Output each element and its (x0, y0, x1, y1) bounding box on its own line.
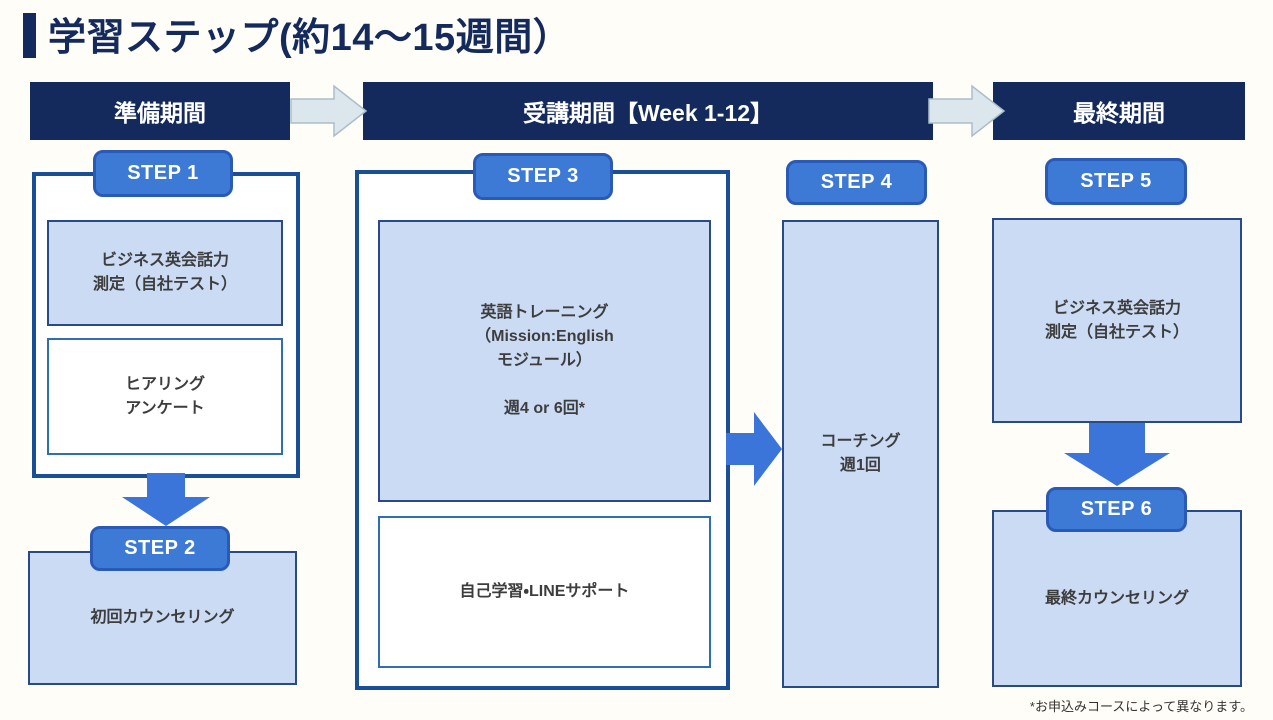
box-english-training-text: 英語トレーニング （Mission:English モジュール） 週4 or 6… (475, 304, 614, 417)
step3-label: STEP 3 (507, 165, 579, 187)
step2-label: STEP 2 (124, 537, 196, 559)
arrow-down-icon (1064, 423, 1170, 486)
phase-label-course: 受講期間【Week 1-12】 (522, 100, 774, 126)
step5-badge: STEP 5 (1045, 158, 1187, 205)
phase-bar-preparation: 準備期間 (30, 82, 290, 140)
step3-badge: STEP 3 (473, 153, 613, 200)
step6-label: STEP 6 (1080, 498, 1153, 520)
box-skill-test-initial: ビジネス英会話力 測定（自社テスト） (47, 220, 283, 326)
step2-badge: STEP 2 (90, 526, 230, 571)
box-self-study: 自己学習・LINEサポート (378, 516, 711, 668)
box-final-counseling: 最終カウンセリング (992, 510, 1242, 687)
step4-label: STEP 4 (820, 171, 893, 193)
box-coaching: コーチング 週1回 (782, 220, 939, 688)
box-coaching-text: コーチング 週1回 (820, 433, 901, 474)
phase-arrow-right-icon (290, 84, 368, 138)
arrow-right-icon (726, 412, 782, 486)
arrow-down-icon (122, 473, 210, 526)
title-accent-bar (23, 13, 36, 58)
phase-bar-course: 受講期間【Week 1-12】 (363, 82, 933, 140)
phase-label-final: 最終期間 (1073, 100, 1165, 126)
step6-badge: STEP 6 (1046, 487, 1187, 532)
page-title: 学習ステップ(約14〜15週間） (48, 17, 572, 59)
box-hearing-survey: ヒアリング アンケート (47, 338, 283, 455)
phase-label-preparation: 準備期間 (114, 100, 206, 126)
footnote: *お申込みコースによって異なります。 (1029, 699, 1253, 714)
box-final-counseling-text: 最終カウンセリング (1044, 589, 1189, 607)
step5-label: STEP 5 (1080, 170, 1152, 192)
box-initial-counseling: 初回カウンセリング (28, 551, 297, 685)
box-skill-test-initial-text: ビジネス英会話力 測定（自社テスト） (92, 252, 237, 293)
step1-badge: STEP 1 (93, 150, 233, 197)
box-self-study-text: 自己学習・LINEサポート (459, 583, 630, 600)
box-hearing-survey-text: ヒアリング アンケート (124, 375, 205, 417)
step4-badge: STEP 4 (786, 160, 927, 205)
box-skill-test-final: ビジネス英会話力 測定（自社テスト） (992, 218, 1242, 423)
phase-arrow-right-icon (928, 84, 1006, 138)
step1-label: STEP 1 (127, 162, 199, 184)
box-initial-counseling-text: 初回カウンセリング (90, 609, 235, 626)
box-skill-test-final-text: ビジネス英会話力 測定（自社テスト） (1044, 299, 1189, 341)
box-english-training: 英語トレーニング （Mission:English モジュール） 週4 or 6… (378, 220, 711, 502)
phase-bar-final: 最終期間 (993, 82, 1245, 140)
